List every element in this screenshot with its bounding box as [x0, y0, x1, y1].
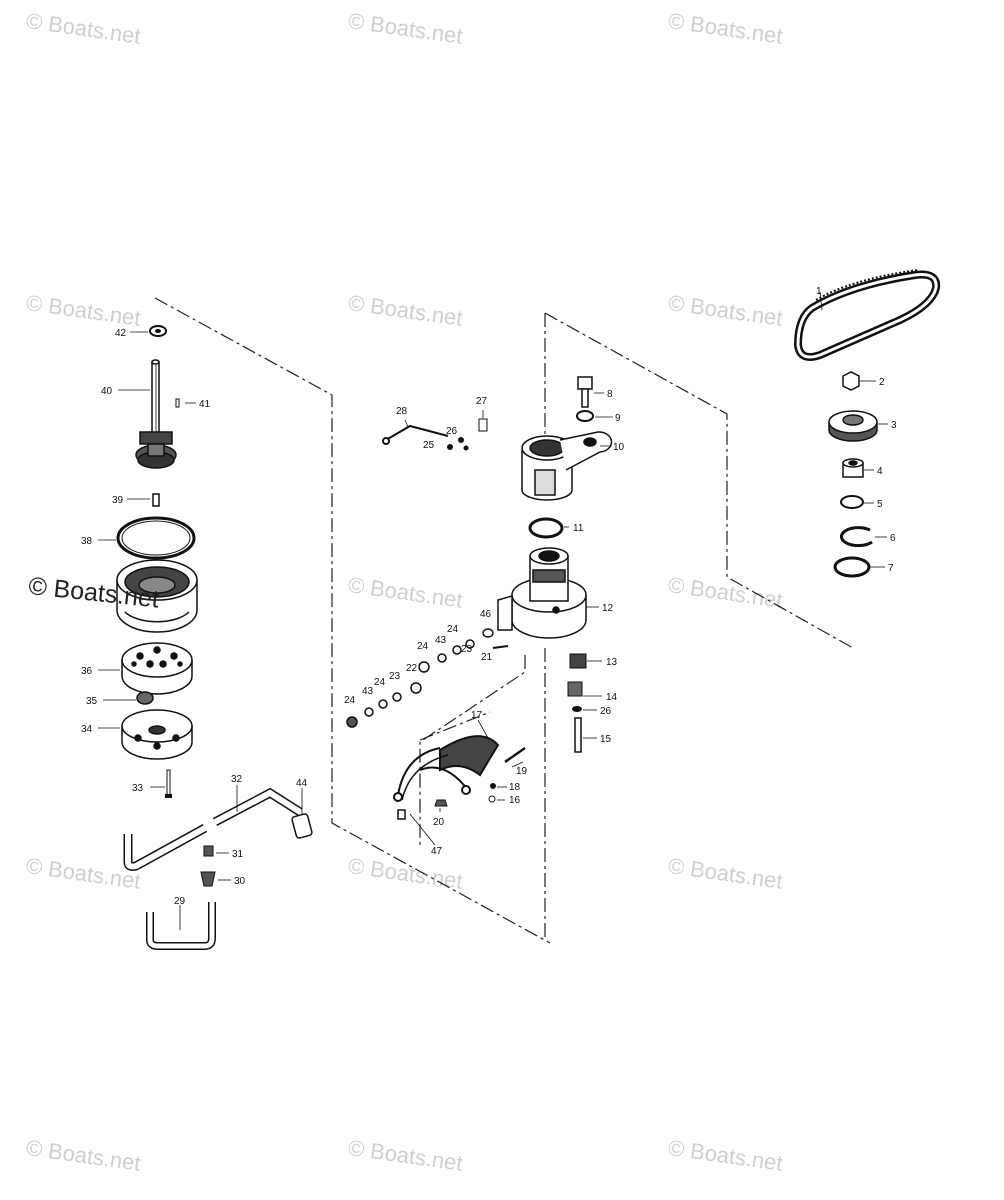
callout-22: 22: [406, 663, 418, 674]
callout-2: 2: [879, 377, 885, 388]
callout-41: 41: [199, 399, 211, 410]
callout-9: 9: [615, 413, 621, 424]
callout-29: 29: [174, 896, 186, 907]
part-21-screw: [492, 645, 509, 649]
part-5-washer: [840, 495, 864, 509]
part-6-snap-ring: [839, 526, 873, 548]
callout-39: 39: [112, 495, 124, 506]
part-40-shaft: [135, 359, 177, 469]
callout-7: 7: [888, 563, 894, 574]
callout-16: 16: [509, 795, 521, 806]
part-31-clip: [203, 845, 214, 857]
callout-34: 34: [81, 724, 93, 735]
callout-6: 6: [890, 533, 896, 544]
part-29-hose: [146, 902, 216, 950]
callout-43a: 43: [435, 635, 447, 646]
part-3-pulley: [828, 410, 878, 442]
part-37-flywheel: [116, 559, 198, 633]
callout-13: 13: [606, 657, 618, 668]
part-18-16-fasteners: [488, 783, 496, 803]
callout-32: 32: [231, 774, 243, 785]
callout-47: 47: [431, 846, 443, 857]
part-19-screw: [504, 746, 526, 764]
callout-33: 33: [132, 783, 144, 794]
callout-46: 46: [480, 609, 492, 620]
part-35-nut: [136, 691, 154, 705]
part-36-stator-plate: [121, 642, 193, 695]
callout-8: 8: [607, 389, 613, 400]
callout-27: 27: [476, 396, 488, 407]
part-46-fitting: [482, 628, 494, 638]
part-39-pin: [152, 493, 160, 507]
callout-18: 18: [509, 782, 521, 793]
part-7-seal: [833, 556, 871, 578]
callout-20: 20: [433, 817, 445, 828]
callout-24d: 24: [344, 695, 356, 706]
part-25-26-fasteners: [447, 437, 469, 451]
callout-labels: 42 40 41 39 38 36 35 34 33 32 44 31 30 2…: [81, 286, 897, 907]
callout-11: 11: [573, 523, 584, 534]
callout-26b: 26: [600, 706, 612, 717]
callout-36: 36: [81, 666, 93, 677]
callout-35: 35: [86, 696, 98, 707]
part-41-key: [175, 398, 180, 408]
callout-24c: 24: [374, 677, 386, 688]
part-33-screw: [165, 769, 172, 798]
part-14-block: [567, 681, 583, 697]
part-10-bracket: [521, 431, 613, 501]
leader-lines: [98, 291, 888, 930]
part-11-seal: [528, 517, 564, 539]
callout-31: 31: [232, 849, 244, 860]
callout-17: 17: [471, 710, 483, 721]
part-washer-nut-stack: [346, 639, 475, 728]
part-4-spacer: [842, 458, 864, 478]
part-1-belt: [793, 269, 941, 361]
part-2-nut: [842, 371, 860, 391]
callout-4: 4: [877, 466, 883, 477]
callout-1: 1: [816, 286, 822, 297]
callout-3: 3: [891, 420, 897, 431]
callout-23b: 23: [389, 671, 401, 682]
part-26-nut: [572, 706, 582, 712]
callout-24b: 24: [417, 641, 429, 652]
callout-24a: 24: [447, 624, 459, 635]
callout-38: 38: [81, 536, 93, 547]
part-30-boot: [200, 871, 216, 887]
callout-44: 44: [296, 778, 308, 789]
callout-43b: 43: [362, 686, 374, 697]
callout-25: 25: [423, 440, 435, 451]
part-38-ring: [116, 516, 196, 560]
part-9-washer: [576, 410, 594, 422]
callout-14: 14: [606, 692, 618, 703]
callout-5: 5: [877, 499, 883, 510]
callout-15: 15: [600, 734, 612, 745]
part-20-nut: [434, 799, 448, 807]
callout-28: 28: [396, 406, 408, 417]
callout-10: 10: [613, 442, 625, 453]
callout-12: 12: [602, 603, 614, 614]
part-27-fitting: [478, 418, 488, 432]
callout-42: 42: [115, 328, 127, 339]
part-17-coil-wiring: [393, 735, 500, 802]
callout-19: 19: [516, 766, 528, 777]
callout-26: 26: [446, 426, 458, 437]
callout-30: 30: [234, 876, 246, 887]
callout-23a: 23: [461, 644, 473, 655]
part-44-plug-cap: [291, 813, 313, 839]
callout-21: 21: [481, 652, 493, 663]
part-28-lead: [382, 424, 449, 445]
part-12-housing: [497, 547, 587, 639]
part-8-bolt: [577, 376, 593, 408]
part-34-base-plate: [121, 709, 193, 760]
part-32-hose: [123, 787, 303, 871]
part-13-block: [569, 653, 587, 669]
part-47-screw: [397, 809, 406, 820]
assembly-outline-lines: [154, 297, 854, 944]
callout-40: 40: [101, 386, 113, 397]
part-42-washer: [149, 325, 167, 337]
part-15-bolt: [574, 717, 582, 753]
